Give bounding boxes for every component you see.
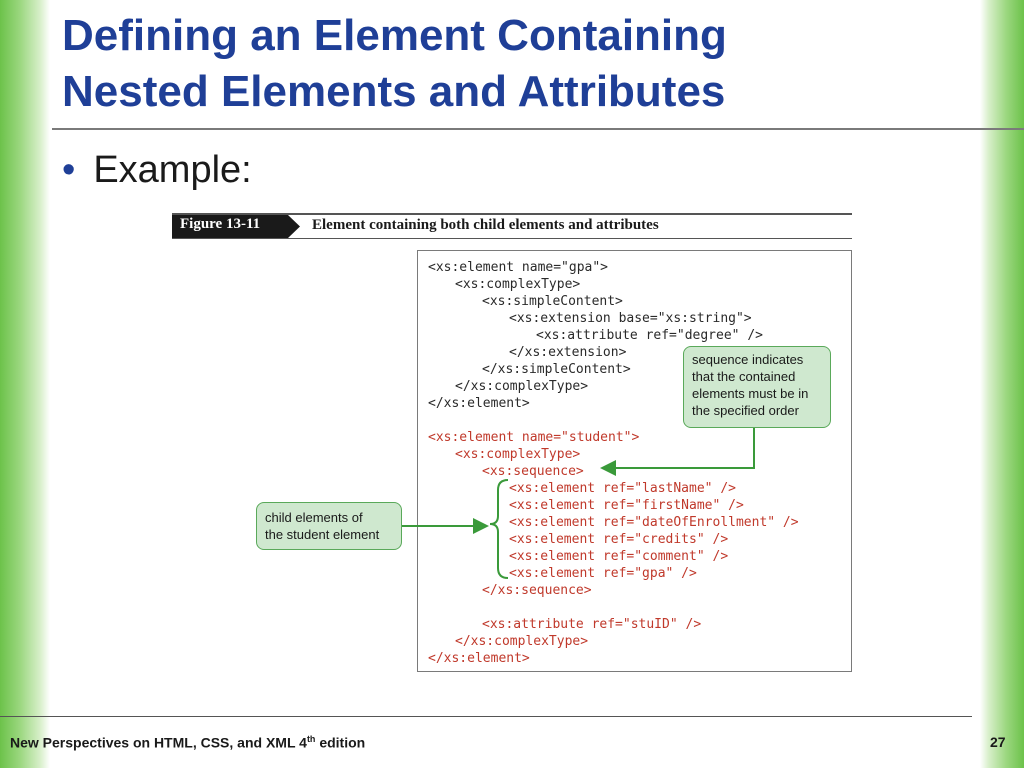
figure-caption: Element containing both child elements a… (312, 217, 659, 233)
code-line: </xs:complexType> (455, 634, 589, 649)
slide-title-line-2: Nested Elements and Attributes (62, 67, 726, 116)
code-line: <xs:element ref="comment" /> (509, 549, 729, 564)
code-line: <xs:sequence> (482, 464, 584, 479)
code-line: <xs:extension base="xs:string"> (509, 311, 752, 326)
code-line: </xs:sequence> (482, 583, 592, 598)
code-line: </xs:simpleContent> (482, 362, 631, 377)
callout-text-line: that the contained (692, 369, 796, 384)
page-number: 27 (990, 734, 1006, 750)
code-line: <xs:element ref="firstName" /> (509, 498, 744, 513)
figure-header-bottom-rule (172, 238, 852, 239)
child-elements-callout: child elements of the student element (256, 502, 402, 550)
code-line: <xs:element ref="dateOfEnrollment" /> (509, 515, 799, 530)
code-line: <xs:simpleContent> (482, 294, 623, 309)
code-line: <xs:attribute ref="stuID" /> (482, 617, 702, 632)
footer-title-superscript: th (306, 734, 316, 744)
callout-text-line: child elements of (265, 510, 363, 525)
title-divider (52, 128, 1024, 130)
code-line: <xs:complexType> (455, 277, 581, 292)
footer-book-title: New Perspectives on HTML, CSS, and XML 4… (10, 734, 365, 751)
code-line: <xs:complexType> (455, 447, 581, 462)
code-line: <xs:element name="student"> (428, 430, 640, 445)
code-line: </xs:element> (428, 651, 530, 666)
code-line: <xs:attribute ref="degree" /> (536, 328, 763, 343)
left-decorative-bar (0, 0, 50, 768)
figure-label: Figure 13-11 (180, 216, 261, 232)
callout-text-line: elements must be in (692, 386, 809, 401)
footer-divider (0, 716, 972, 717)
bullet-item: • Example: (62, 146, 252, 194)
callout-text-line: the specified order (692, 403, 799, 418)
bullet-dot-icon: • (62, 149, 76, 191)
code-line: <xs:element ref="gpa" /> (509, 566, 697, 581)
figure-label-tab (172, 215, 300, 238)
code-line: </xs:complexType> (455, 379, 589, 394)
callout-text-line: sequence indicates (692, 352, 804, 367)
footer-title-prefix: New Perspectives on HTML, CSS, and XML 4 (10, 734, 307, 751)
slide-title-line-1: Defining an Element Containing (62, 11, 727, 60)
code-listing: <xs:element name="gpa"> <xs:complexType> <… (417, 250, 852, 672)
bullet-text: Example: (93, 149, 252, 191)
footer-title-suffix: edition (315, 734, 366, 751)
slide-title: Defining an Element Containing Nested El… (62, 8, 962, 120)
code-line: </xs:extension> (509, 345, 627, 360)
code-line: </xs:element> (428, 396, 530, 411)
figure-header-top-rule (172, 213, 852, 215)
figure-header: Figure 13-11 Element containing both chi… (172, 213, 852, 239)
code-line: <xs:element ref="lastName" /> (509, 481, 736, 496)
right-decorative-bar (980, 0, 1024, 768)
sequence-callout: sequence indicates that the contained elem… (683, 346, 831, 428)
code-line: <xs:element ref="credits" /> (509, 532, 729, 547)
callout-text-line: the student element (265, 527, 380, 542)
code-line: <xs:element name="gpa"> (428, 260, 609, 275)
